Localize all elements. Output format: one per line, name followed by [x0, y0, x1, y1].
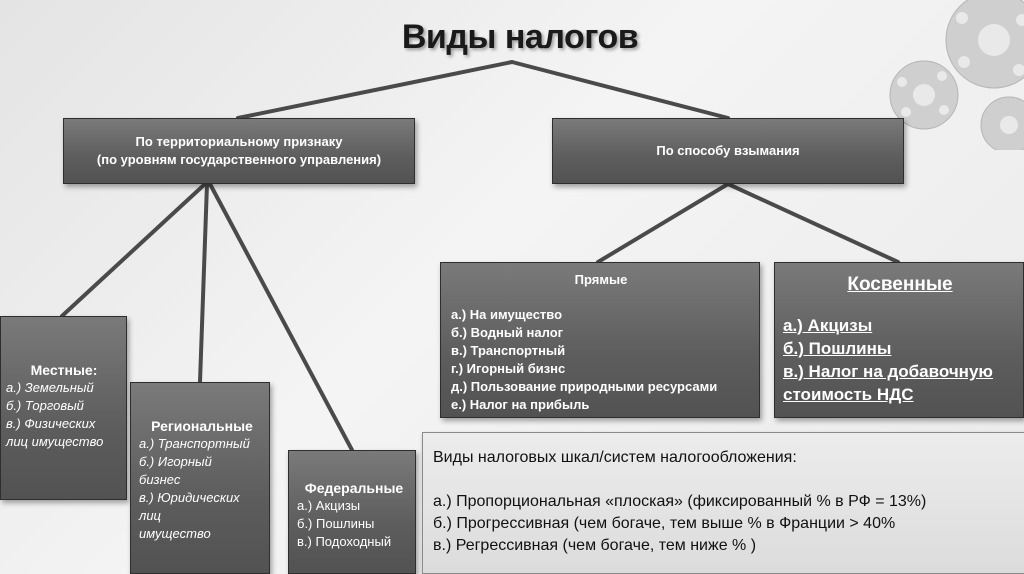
direct-item: в.) Транспортный: [451, 343, 566, 358]
scales-item: а.) Пропорциональная «плоская» (фиксиров…: [433, 493, 927, 510]
indirect-item: б.) Пошлины: [783, 339, 892, 358]
direct-item: а.) На имущество: [451, 307, 563, 322]
scales-title: Виды налоговых шкал/систем налогообложен…: [433, 449, 797, 466]
federal-item: б.) Пошлины: [297, 516, 375, 531]
federal-title: Федеральные: [304, 480, 404, 496]
territorial-box: По территориальному признаку (по уровням…: [63, 118, 415, 184]
regional-title: Региональные: [151, 418, 253, 434]
indirect-title: Косвенные: [847, 274, 953, 295]
local-item: б.) Торговый: [6, 398, 84, 413]
indirect-item: стоимость НДС: [783, 385, 914, 404]
regional-taxes-box: Региональные а.) Транспортный б.) Игорны…: [130, 382, 270, 574]
federal-taxes-box: Федеральные а.) Акцизы б.) Пошлины в.) П…: [288, 450, 416, 574]
direct-item: б.) Водный налог: [451, 325, 564, 340]
scales-item: б.) Прогрессивная (чем богаче, тем выше …: [433, 515, 896, 532]
connector-method-indirect: [726, 182, 900, 264]
scales-item: в.) Регрессивная (чем богаче, тем ниже %…: [433, 537, 757, 554]
local-taxes-box: Местные: а.) Земельный б.) Торговый в.) …: [0, 316, 127, 500]
method-box: По способу взымания: [552, 118, 904, 184]
diagram-title: Виды налогов: [401, 18, 639, 56]
method-label: По способу взымания: [656, 143, 800, 158]
direct-item: е.) Налог на прибыль: [451, 397, 590, 412]
federal-item: в.) Подоходный: [297, 534, 392, 549]
territorial-label-line1: По территориальному признаку: [135, 134, 343, 149]
regional-item: б.) Игорный: [139, 454, 212, 469]
connector-title-territorial: [236, 60, 514, 120]
connector-title-method: [510, 60, 730, 120]
tax-scales-box: Виды налоговых шкал/систем налогообложен…: [422, 432, 1024, 574]
federal-item: а.) Акцизы: [297, 498, 361, 513]
local-item: лиц имущество: [6, 434, 104, 449]
indirect-item: в.) Налог на добавочную: [783, 362, 993, 381]
gears-icon: [889, 0, 1024, 150]
direct-item: д.) Пользование природными ресурсами: [451, 379, 718, 394]
regional-item: а.) Транспортный: [139, 436, 250, 451]
local-title: Местные:: [30, 362, 98, 378]
regional-item: имущество: [139, 526, 211, 541]
connector-territorial-local: [60, 182, 207, 318]
direct-taxes-box: Прямые а.) На имущество б.) Водный налог…: [440, 262, 760, 418]
direct-item: г.) Игорный бизнс: [451, 361, 566, 376]
connector-method-direct: [596, 182, 730, 264]
direct-title: Прямые: [574, 272, 628, 287]
regional-item: в.) Юридических: [139, 490, 240, 505]
connector-territorial-regional: [198, 182, 209, 384]
indirect-item: а.) Акцизы: [783, 316, 873, 335]
territorial-label-line2: (по уровням государственного управления): [96, 152, 382, 167]
regional-item: лиц: [139, 508, 161, 523]
local-item: а.) Земельный: [6, 380, 94, 395]
indirect-taxes-box: Косвенные а.) Акцизы б.) Пошлины в.) Нал…: [774, 262, 1024, 418]
regional-item: бизнес: [139, 472, 181, 487]
local-item: в.) Физических: [6, 416, 96, 431]
